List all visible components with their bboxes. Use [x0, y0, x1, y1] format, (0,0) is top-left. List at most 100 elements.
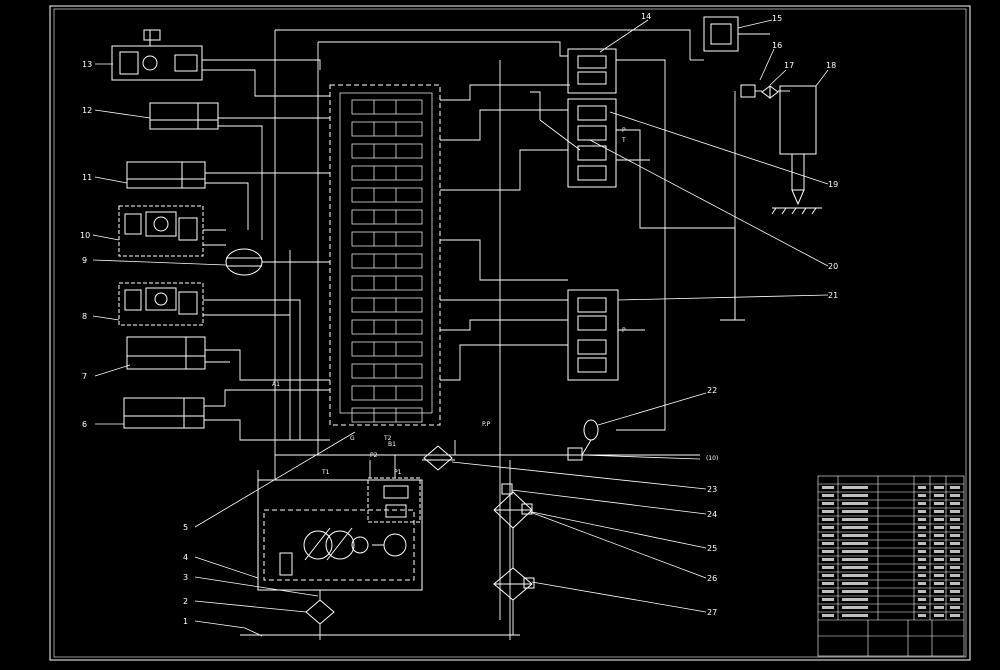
callout-9: 9 — [82, 256, 87, 265]
valve-spool-section — [351, 121, 423, 137]
parts-list-entry-mark — [918, 574, 926, 577]
parts-list-entry-mark — [918, 494, 926, 497]
component-24 — [501, 483, 513, 495]
port-label-a1: A1 — [272, 381, 280, 388]
port-label-10: (10) — [706, 455, 718, 462]
parts-list-entry-mark — [934, 510, 944, 513]
valve-spool-section — [351, 165, 423, 181]
parts-list-entry-mark — [822, 534, 834, 537]
parts-list-entry-mark — [934, 494, 944, 497]
callout-27: 27 — [707, 608, 717, 617]
parts-list-entry-mark — [842, 494, 868, 497]
parts-list-entry-mark — [822, 606, 834, 609]
port-label-p: P — [622, 127, 626, 134]
parts-list-entry-mark — [822, 590, 834, 593]
parts-list-entry-mark — [842, 526, 868, 529]
parts-list-entry-mark — [950, 590, 960, 593]
component-27-box — [523, 577, 535, 589]
filter-23 — [423, 445, 453, 471]
parts-list-entry-mark — [950, 550, 960, 553]
parts-list-entry-mark — [934, 486, 944, 489]
parts-list-entry-mark — [842, 510, 868, 513]
callout-24: 24 — [707, 510, 717, 519]
parts-list-entry-mark — [842, 558, 868, 561]
parts-list-entry-mark — [842, 542, 868, 545]
cylinder-6 — [123, 397, 205, 429]
parts-list-entry-mark — [822, 574, 834, 577]
port-label-t2: T2 — [383, 435, 392, 442]
valve-spool-section — [351, 99, 423, 115]
parts-list-entry-mark — [918, 526, 926, 529]
parts-list-entry-mark — [918, 590, 926, 593]
cylinder-11 — [126, 161, 206, 189]
parts-list-entry-mark — [934, 606, 944, 609]
parts-list-entry-mark — [822, 542, 834, 545]
callout-1: 1 — [183, 617, 188, 626]
callout-11: 11 — [82, 173, 92, 182]
inner-frame — [53, 8, 967, 658]
parts-list-entry-mark — [842, 574, 868, 577]
parts-list-marks — [822, 486, 960, 617]
parts-list-entry-mark — [842, 614, 868, 617]
valve-14 — [567, 48, 617, 94]
cylinder-18 — [771, 85, 822, 215]
valve-spool-section — [351, 187, 423, 203]
cylinder-12 — [149, 102, 219, 130]
parts-list-entry-mark — [842, 550, 868, 553]
parts-list-entry-mark — [950, 558, 960, 561]
parts-list-entry-mark — [842, 502, 868, 505]
port-label-b1: B1 — [388, 441, 396, 448]
parts-list-entry-mark — [918, 510, 926, 513]
callout-3: 3 — [183, 573, 188, 582]
parts-list-entry-mark — [822, 526, 834, 529]
callout-18: 18 — [826, 61, 836, 70]
valve-spool-section — [351, 385, 423, 401]
parts-list-entry-mark — [934, 590, 944, 593]
parts-list-entry-mark — [918, 534, 926, 537]
callout-14: 14 — [641, 12, 651, 21]
parts-list-entry-mark — [950, 494, 960, 497]
parts-list-entry-mark — [950, 606, 960, 609]
parts-list-entry-mark — [918, 558, 926, 561]
parts-list-entry-mark — [950, 614, 960, 617]
parts-list-entry-mark — [934, 526, 944, 529]
parts-list-entry-mark — [950, 566, 960, 569]
valve-spool-section — [351, 363, 423, 379]
outer-frame — [49, 5, 971, 661]
parts-list-entry-mark — [934, 574, 944, 577]
parts-list-entry-mark — [842, 518, 868, 521]
callout-20: 20 — [828, 262, 838, 271]
parts-list-rows — [818, 483, 964, 613]
parts-list-entry-mark — [950, 502, 960, 505]
callout-19: 19 — [828, 180, 838, 189]
callout-5: 5 — [183, 523, 188, 532]
parts-list-entry-mark — [842, 598, 868, 601]
port-label-p1: P1 — [394, 469, 402, 476]
parts-list-entry-mark — [822, 494, 834, 497]
parts-list-entry-mark — [822, 518, 834, 521]
parts-list-entry-mark — [842, 590, 868, 593]
piping — [202, 29, 790, 640]
parts-list-entry-mark — [918, 614, 926, 617]
parts-list-entry-mark — [918, 598, 926, 601]
valve-spool-section — [351, 143, 423, 159]
parts-list-entry-mark — [934, 566, 944, 569]
parts-list-entry-mark — [918, 582, 926, 585]
valve-spool-section — [351, 275, 423, 291]
parts-list-entry-mark — [842, 606, 868, 609]
valve-spool-section — [351, 253, 423, 269]
parts-list-entry-mark — [822, 510, 834, 513]
components-16-17 — [740, 84, 779, 99]
valve-spool-section — [351, 209, 423, 225]
parts-list-entry-mark — [950, 598, 960, 601]
parts-list-entry-mark — [842, 566, 868, 569]
parts-list-entry-mark — [918, 606, 926, 609]
valve-spool-section — [351, 341, 423, 357]
valve-spool-section — [351, 319, 423, 335]
parts-list-entry-mark — [918, 566, 926, 569]
port-label-t1: T1 — [321, 469, 330, 476]
parts-list-entry-mark — [934, 518, 944, 521]
parts-list-entry-mark — [950, 534, 960, 537]
parts-list-entry-mark — [822, 558, 834, 561]
